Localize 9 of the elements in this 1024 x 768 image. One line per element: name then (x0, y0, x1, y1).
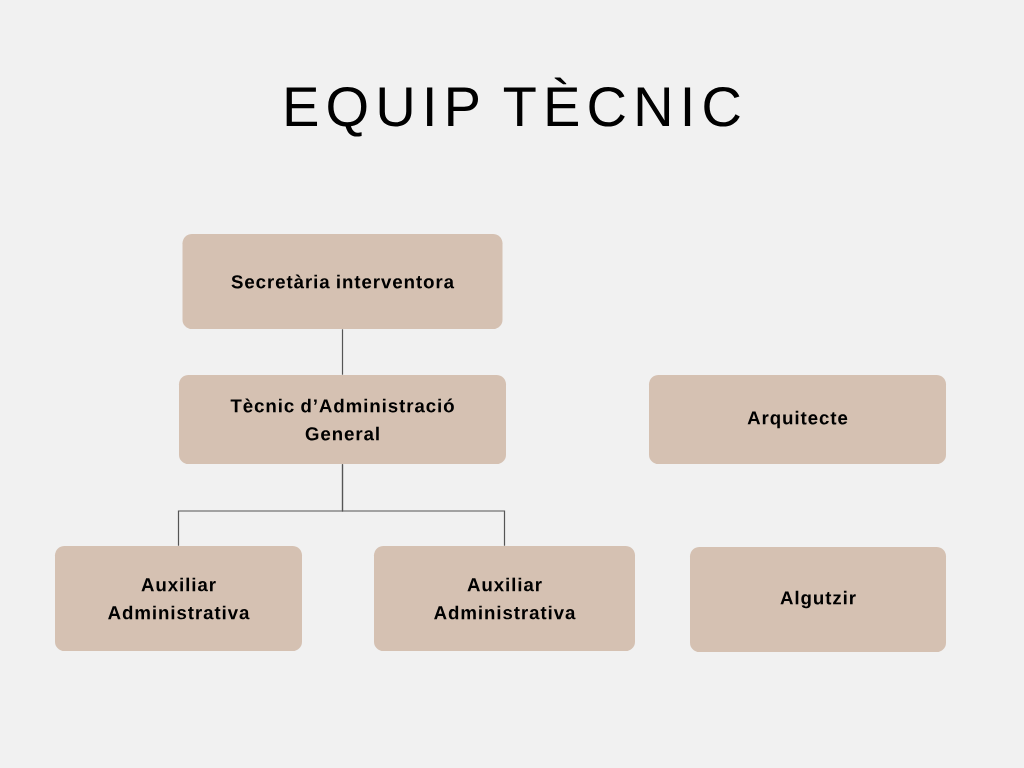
role-box: Auxiliar Administrativa (374, 546, 635, 651)
role-box: Secretària interventora (182, 234, 503, 329)
role-box: Tècnic d’Administració General (179, 375, 506, 464)
role-box: Auxiliar Administrativa (55, 546, 302, 651)
connector-line (341, 328, 344, 376)
connector-line (341, 463, 506, 547)
role-box: Arquitecte (649, 375, 946, 464)
role-box: Algutzir (690, 547, 946, 652)
title: EQUIP TÈCNIC (286, 77, 740, 137)
